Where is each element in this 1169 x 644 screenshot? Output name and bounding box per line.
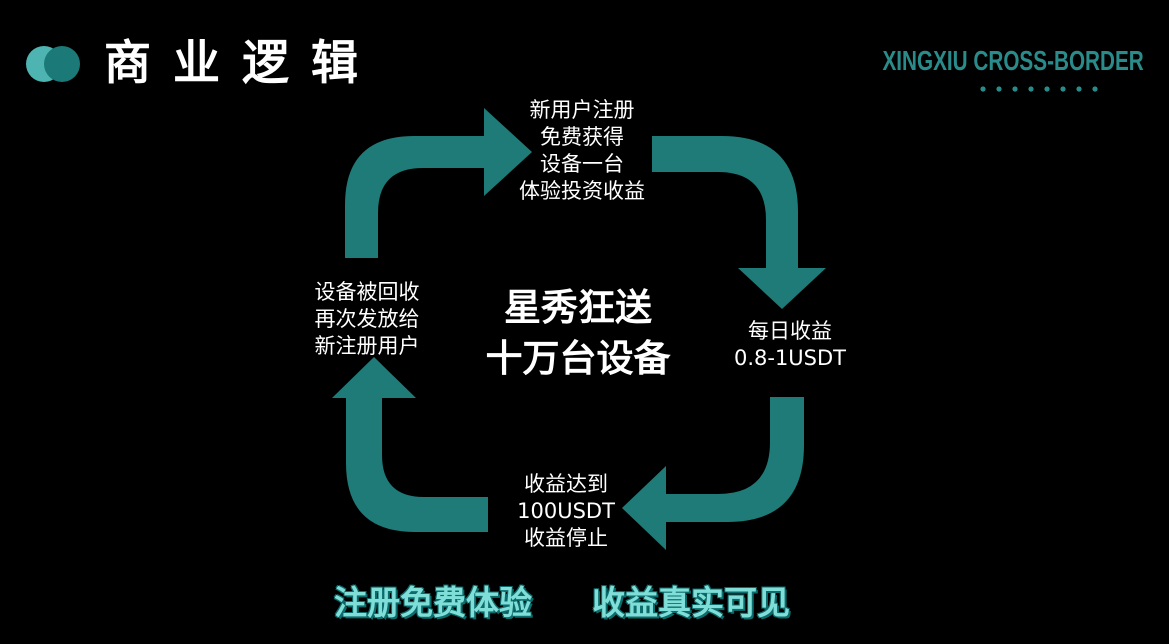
arrow-left-to-top — [345, 108, 532, 258]
step-bottom-line: 100USDT — [517, 499, 615, 523]
step-bottom-income-stop: 收益达到 100USDT 收益停止 — [488, 471, 644, 552]
step-left-line: 设备被回收 — [314, 280, 420, 304]
step-bottom-line: 收益达到 — [524, 472, 608, 496]
step-bottom-line: 收益停止 — [524, 526, 608, 550]
step-right-daily-income: 每日收益 0.8-1USDT — [710, 318, 870, 372]
step-right-line: 每日收益 — [748, 319, 832, 343]
step-left-device-recycle: 设备被回收 再次发放给 新注册用户 — [292, 279, 442, 360]
arrow-top-to-right — [652, 136, 826, 309]
center-line-2: 十万台设备 — [485, 337, 671, 380]
step-top-line: 体验投资收益 — [519, 179, 645, 203]
slogan-left: 注册免费体验 — [334, 583, 532, 622]
step-left-line: 再次发放给 — [314, 307, 420, 331]
slogan-right: 收益真实可见 — [592, 583, 790, 622]
center-line-1: 星秀狂送 — [504, 286, 652, 329]
brand-dots-decoration — [980, 86, 1098, 92]
slogan: 注册免费体验 收益真实可见 — [300, 582, 840, 626]
step-top-line: 免费获得 — [540, 125, 624, 149]
step-top-line: 新用户注册 — [529, 98, 635, 122]
step-left-line: 新注册用户 — [314, 334, 420, 358]
page-title: 商业逻辑 — [104, 36, 380, 91]
step-top-line: 设备一台 — [540, 152, 624, 176]
arrow-right-to-bottom — [622, 397, 804, 550]
logo-circles-icon — [26, 46, 80, 82]
step-right-line: 0.8-1USDT — [733, 346, 847, 370]
arrow-bottom-to-left — [332, 357, 488, 532]
step-top-new-user: 新用户注册 免费获得 设备一台 体验投资收益 — [482, 97, 682, 205]
center-headline: 星秀狂送 十万台设备 — [448, 282, 708, 384]
